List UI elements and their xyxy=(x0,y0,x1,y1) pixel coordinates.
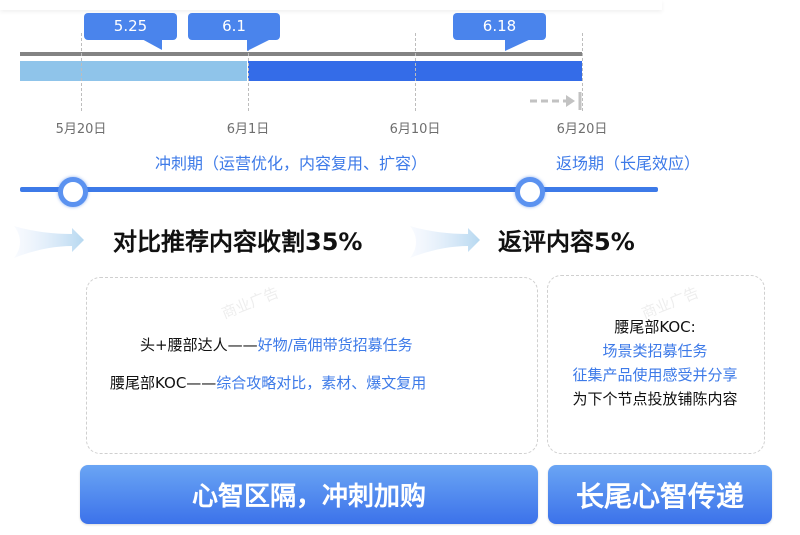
card-blue-line: 场景类招募任务 xyxy=(602,342,708,360)
headline-return-reviews: 返评内容5% xyxy=(498,228,635,256)
phase-node-sprint xyxy=(58,177,88,207)
callout-date-6-1: 6.1 xyxy=(188,13,280,40)
card-title: 腰尾部KOC: xyxy=(614,318,696,336)
date-gridline xyxy=(248,33,249,111)
banner-mindshare-sprint: 心智区隔，冲刺加购 xyxy=(80,465,538,524)
dashed-arrow-end-icon xyxy=(530,92,582,110)
date-gridline xyxy=(582,33,583,111)
date-label: 6月1日 xyxy=(226,122,270,137)
card-black-line: 为下个节点投放铺陈内容 xyxy=(572,390,738,408)
banner-longtail-mindshare: 长尾心智传递 xyxy=(548,465,772,524)
date-label: 6月10日 xyxy=(389,122,441,137)
timeline-axis-line xyxy=(20,52,582,56)
line-prefix: 头+腰部达人—— xyxy=(140,336,258,354)
callout-date-5-25: 5.25 xyxy=(84,13,177,40)
callout-pointer-icon xyxy=(505,38,533,51)
phase-node-return xyxy=(515,177,545,207)
phase-label-return: 返场期（长尾效应） xyxy=(556,154,701,173)
date-gridline xyxy=(81,33,82,111)
callout-pointer-icon xyxy=(247,38,273,51)
line-prefix: 腰尾部KOC—— xyxy=(110,374,217,392)
timeline-bar-pre-sprint xyxy=(20,61,247,81)
card-return-text: 腰尾部KOC: 场景类招募任务 征集产品使用感受并分享 为下个节点投放铺陈内容 xyxy=(547,315,763,411)
banner-label: 长尾心智传递 xyxy=(575,479,744,513)
card-line-head-mid-creators: 头+腰部达人——好物/高佣带货招募任务 xyxy=(140,334,413,355)
top-divider xyxy=(0,0,662,10)
flow-arrow-icon xyxy=(14,226,84,258)
flow-arrow-icon xyxy=(410,226,480,258)
callout-pointer-icon xyxy=(140,38,162,50)
callout-date-6-18: 6.18 xyxy=(453,13,546,40)
date-gridline xyxy=(415,33,416,111)
line-highlight: 综合攻略对比，素材、爆文复用 xyxy=(216,374,427,392)
banner-label: 心智区隔，冲刺加购 xyxy=(191,482,426,512)
line-highlight: 好物/高佣带货招募任务 xyxy=(257,336,413,354)
date-label: 5月20日 xyxy=(55,122,107,137)
card-return-tactics xyxy=(547,275,765,454)
date-label: 6月20日 xyxy=(556,122,608,137)
phase-line xyxy=(20,187,658,192)
phase-label-sprint: 冲刺期（运营优化，内容复用、扩容） xyxy=(155,154,428,173)
card-sprint-tactics xyxy=(86,277,538,454)
card-blue-line: 征集产品使用感受并分享 xyxy=(572,366,738,384)
headline-sprint-harvest: 对比推荐内容收割35% xyxy=(113,228,363,256)
card-line-koc: 腰尾部KOC——综合攻略对比，素材、爆文复用 xyxy=(110,372,426,393)
